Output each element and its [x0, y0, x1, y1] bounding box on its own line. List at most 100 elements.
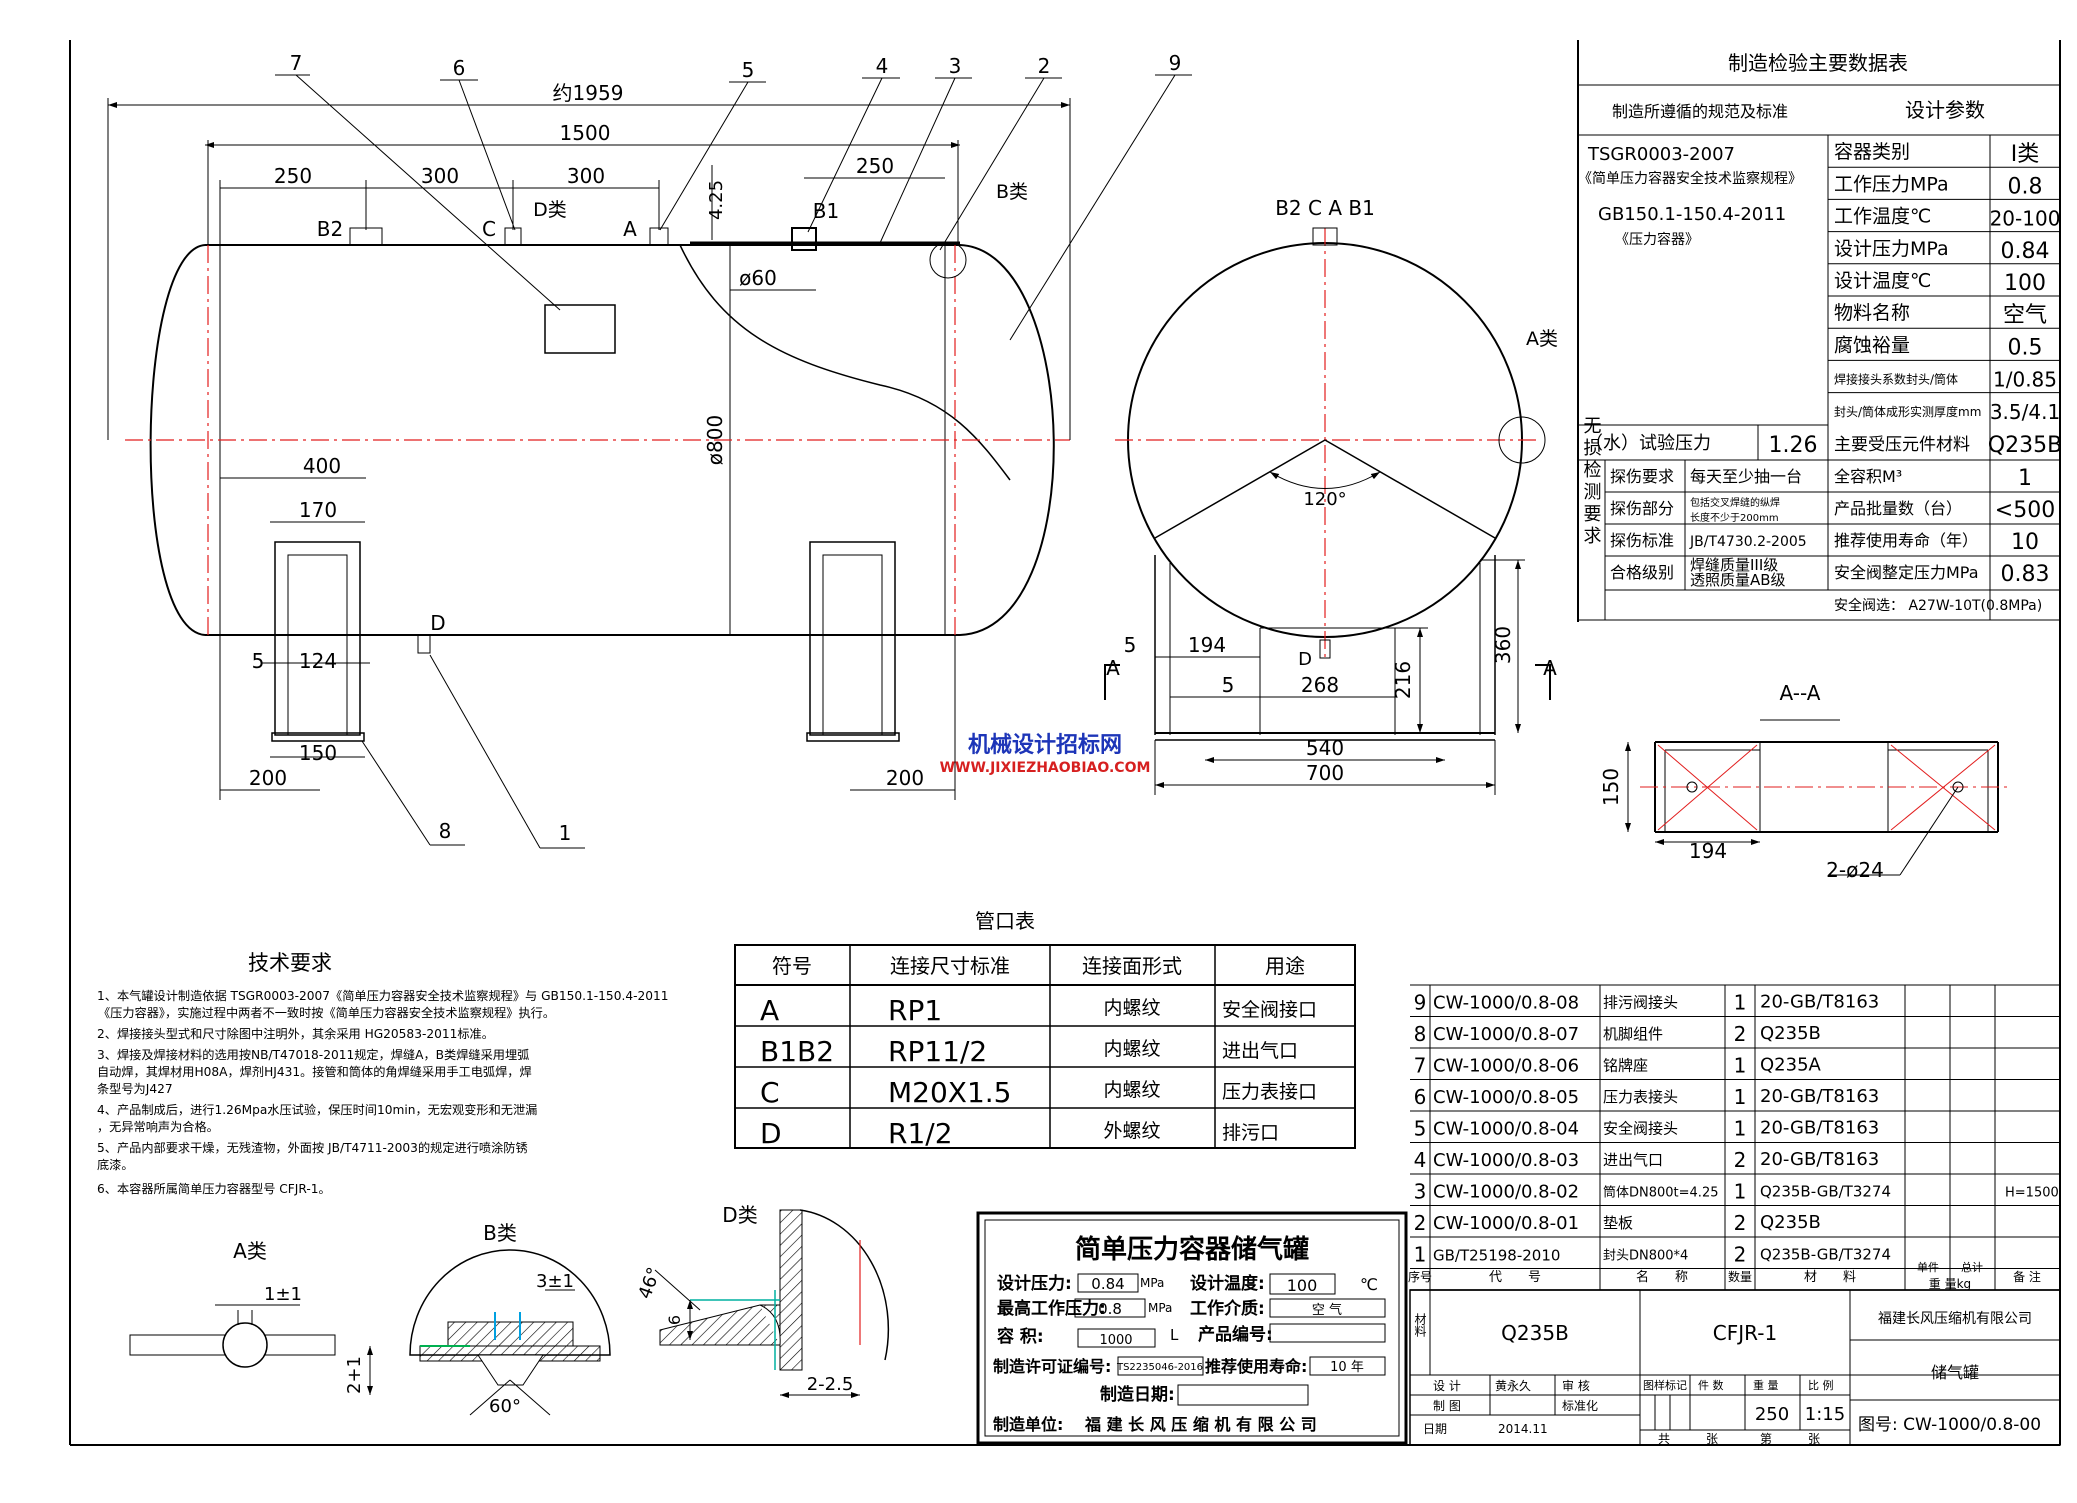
callout-7: 7: [290, 51, 303, 75]
param-value: 20-100: [1990, 207, 2061, 231]
bom-code: CW-1000/0.8-07: [1433, 1024, 1579, 1045]
main-mat-value: Q235B: [1988, 433, 2062, 458]
dim-250b: 250: [856, 154, 894, 178]
bom-material: Q235B: [1760, 1023, 1821, 1044]
tb-weight-label: 重 量: [1753, 1378, 1779, 1392]
param-value: 空气: [2003, 303, 2047, 328]
front-view: [107, 74, 1192, 849]
nozzle-d: [417, 634, 431, 654]
nozzle-symbol: C: [760, 1076, 780, 1109]
label-d-lei: D类: [533, 199, 567, 221]
tech-line: ，无异常响声为合格。: [97, 1119, 219, 1134]
ndt-label: 探伤要求: [1610, 467, 1674, 486]
np-dt-label: 设计温度:: [1190, 1273, 1265, 1294]
bom-header: 序号 代 号 名 称 数量 材 料 单件 总计 重 量kg 备 注: [1408, 1260, 2041, 1291]
tech-line: 4、产品制成后，进行1.26Mpa水压试验，保压时间10min，无宏观变形和无泄…: [97, 1102, 537, 1117]
right-row-label: 安全阀整定压力MPa: [1834, 563, 1979, 582]
detail-d-dim1: 6: [665, 1315, 684, 1325]
nozzle-symbol: B1B2: [760, 1035, 834, 1068]
bom-name: 筒体DN800t=4.25: [1603, 1185, 1718, 1201]
nameplate-seat: [544, 304, 616, 354]
bom-qty: 2: [1734, 1148, 1747, 1172]
nozzle-header: 连接尺寸标准: [890, 954, 1010, 978]
bom-qty: 2: [1734, 1022, 1747, 1046]
tech-line: 1、本气罐设计制造依据 TSGR0003-2007《简单压力容器安全技术监察规程…: [97, 988, 669, 1003]
detail-b-angle: 60°: [489, 1396, 521, 1417]
bom-material: Q235B-GB/T3274: [1760, 1183, 1891, 1201]
data-table-left-head: 制造所遵循的规范及标准: [1612, 102, 1788, 121]
dim-150: 150: [299, 741, 337, 765]
param-label: 焊接接头系数封头/筒体: [1834, 372, 1958, 387]
nozzle-face: 内螺纹: [1103, 997, 1160, 1019]
dim-s5a: 5: [1124, 633, 1137, 657]
dim-s700: 700: [1306, 761, 1344, 785]
tech-line: 5、产品内部要求干燥，无残渣物，外面按 JB/T4711-2003的规定进行喷涂…: [97, 1140, 528, 1155]
bom-code: CW-1000/0.8-04: [1433, 1119, 1579, 1140]
ndt-label: 合格级别: [1610, 563, 1674, 582]
ndt-value: JB/T4730.2-2005: [1689, 534, 1807, 550]
aa-dim-194: 194: [1689, 839, 1727, 863]
tech-line: 底漆。: [97, 1157, 134, 1172]
np-life-label: 推荐使用寿命:: [1205, 1357, 1307, 1376]
detail-d-title: D类: [722, 1203, 757, 1227]
bom-name: 安全阀接头: [1603, 1120, 1678, 1138]
right-row-label: 产品批量数（台）: [1834, 499, 1962, 518]
bom-material: Q235B-GB/T3274: [1760, 1246, 1891, 1264]
label-b2: B2: [317, 217, 343, 241]
bom-h-no: 序号: [1408, 1269, 1432, 1284]
bom-h-qty: 数量: [1728, 1269, 1752, 1284]
test-label: （水）试验压力: [1585, 433, 1711, 454]
tb-material: Q235B: [1501, 1321, 1569, 1345]
bom-h-note: 备 注: [2013, 1269, 2041, 1284]
ndt-label: 探伤标准: [1610, 531, 1674, 550]
np-dp-label: 设计压力:: [997, 1273, 1072, 1294]
dim-200b: 200: [886, 766, 924, 790]
data-table-text: 制造检验主要数据表 制造所遵循的规范及标准 设计参数 TSGR0003-2007…: [1578, 51, 2062, 614]
nozzle-header: 连接面形式: [1082, 954, 1182, 978]
bom-no: 6: [1414, 1085, 1427, 1109]
callout-5: 5: [742, 58, 755, 82]
nozzle-symbol: A: [760, 994, 779, 1027]
np-title: 简单压力容器储气罐: [1075, 1234, 1309, 1265]
bom-name: 排污阀接头: [1603, 994, 1678, 1012]
ndt-value-2: 透照质量AB级: [1690, 571, 1786, 589]
nameplate: 简单压力容器储气罐 设计压力: 0.84 MPa 设计温度: 100 ℃ 最高工…: [976, 1211, 1408, 1445]
tech-line: 3、焊接及焊接材料的选用按NB/T47018-2011规定，焊缝A，B类焊缝采用…: [97, 1047, 529, 1062]
tb-scale-label: 比 例: [1808, 1378, 1834, 1392]
label-b-lei: B类: [996, 181, 1028, 203]
tb-design-label: 设 计: [1433, 1379, 1461, 1393]
nozzle-size: R1/2: [888, 1117, 953, 1150]
right-row-value: 10: [2011, 530, 2039, 555]
nozzle-header: 符号: [772, 954, 812, 978]
callout-4: 4: [876, 54, 889, 78]
nozzle-b2: [349, 227, 383, 246]
param-value: I类: [2011, 142, 2040, 167]
detail-b-title: B类: [483, 1221, 517, 1245]
section-aa: [1625, 719, 2010, 876]
tech-line: 6、本容器所属简单压力容器型号 CFJR-1。: [97, 1181, 331, 1196]
right-row-label: 推荐使用寿命（年）: [1834, 531, 1978, 550]
bom-h-mat: 材 料: [1804, 1270, 1856, 1285]
bom-no: 3: [1414, 1180, 1427, 1204]
np-lic-label: 制造许可证编号:: [993, 1357, 1111, 1376]
dim-124: 124: [299, 649, 337, 673]
nozzle-header: 用途: [1265, 954, 1305, 978]
detail-a-title: A类: [233, 1239, 267, 1263]
ndt-value: 包括交叉焊缝的纵焊: [1690, 496, 1780, 509]
ndt-vertical: 无损检测要求: [1581, 416, 1602, 548]
test-value: 1.26: [1769, 433, 1818, 458]
std2: GB150.1-150.4-2011: [1598, 204, 1786, 225]
dim-250: 250: [274, 164, 312, 188]
param-value: 3.5/4.1: [1990, 400, 2060, 424]
np-life-value: 10 年: [1330, 1360, 1364, 1375]
np-dp-unit: MPa: [1140, 1276, 1164, 1290]
nozzle-a: [649, 227, 669, 246]
nozzle-use: 排污口: [1222, 1122, 1279, 1144]
callout-6: 6: [453, 56, 466, 80]
bom-name: 垫板: [1603, 1214, 1633, 1232]
dim-5: 5: [252, 649, 265, 673]
tb-company: 福建长风压缩机有限公司: [1878, 1311, 2032, 1327]
section-a-right: A: [1543, 656, 1557, 680]
bom-note: H=1500: [2005, 1186, 2059, 1201]
